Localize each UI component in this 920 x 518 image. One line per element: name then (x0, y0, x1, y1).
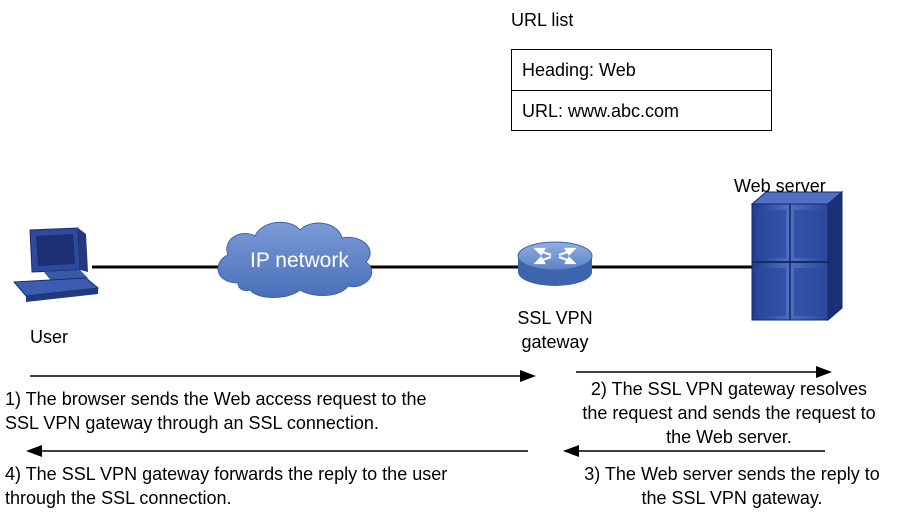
step4-line1: 4) The SSL VPN gateway forwards the repl… (5, 464, 448, 484)
step3-line1: 3) The Web server sends the reply to (584, 464, 880, 484)
arrow-step4 (26, 445, 528, 457)
url-list-row-url: URL: www.abc.com (512, 90, 771, 130)
step3-line2: the SSL VPN gateway. (641, 488, 823, 508)
arrow-step1 (30, 370, 536, 382)
user-label: User (30, 327, 69, 347)
step4-line2: through the SSL connection. (5, 488, 232, 508)
step2-line1: 2) The SSL VPN gateway resolves (590, 379, 868, 399)
url-list-title: URL list (511, 10, 574, 30)
url-list-row-heading: Heading: Web (522, 60, 636, 80)
step1-line1: 1) The browser sends the Web access requ… (5, 389, 427, 409)
step2-line2: the request and sends the request to (582, 403, 876, 423)
ip-network-label: IP network (250, 249, 349, 272)
step1-line2: SSL VPN gateway through an SSL connectio… (5, 413, 379, 433)
web-server-label: Web server (734, 176, 826, 196)
gateway-label-line1: SSL VPN (517, 308, 593, 328)
url-list-table: Heading: Web URL: www.abc.com (511, 49, 772, 131)
arrow-step3 (563, 445, 825, 457)
arrow-step2 (576, 366, 832, 378)
router-icon (517, 241, 593, 286)
ip-network-cloud (217, 221, 373, 298)
user-computer-icon (12, 227, 100, 302)
gateway-label-line2: gateway (521, 332, 589, 352)
web-server-icon (750, 190, 844, 322)
step2-line3: the Web server. (666, 427, 792, 447)
